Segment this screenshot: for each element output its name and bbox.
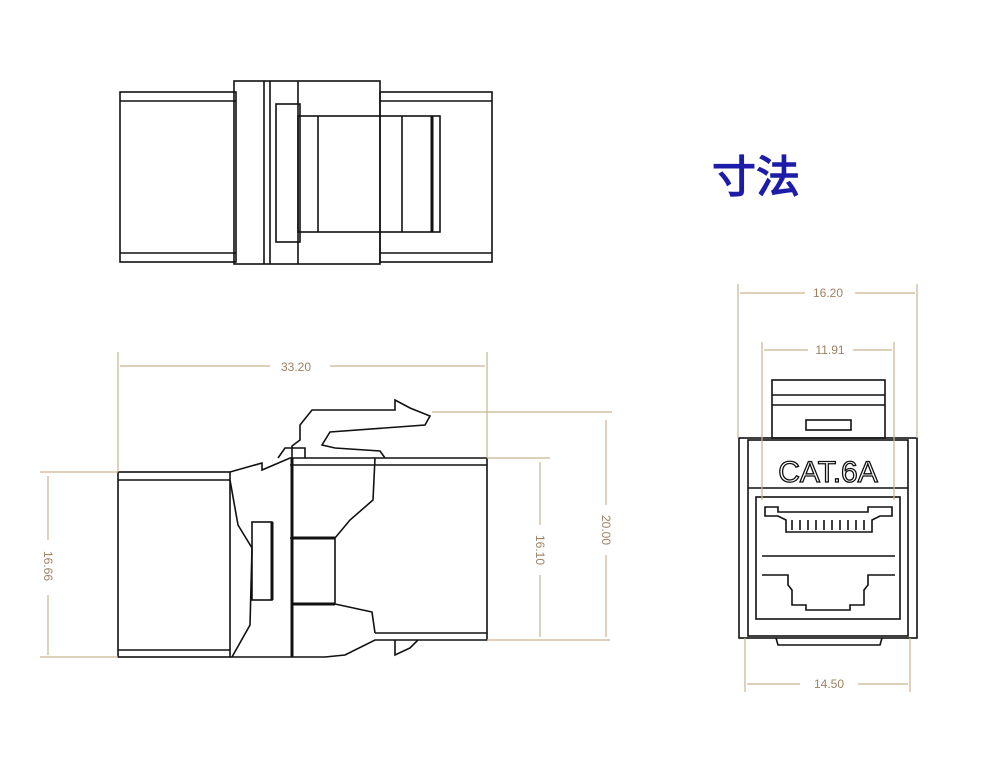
- dim-overall-length: 33.20: [281, 360, 311, 374]
- cat6a-label: CAT.6A: [778, 456, 877, 489]
- dim-left-height: 16.66: [41, 551, 55, 581]
- dim-total-height: 20.00: [599, 515, 613, 545]
- side-dimensions: 33.20 16.66 16.10 20.00: [40, 352, 613, 658]
- front-view: CAT.6A: [738, 379, 918, 646]
- side-view: [117, 398, 488, 658]
- top-view: [119, 80, 493, 265]
- dim-bottom-width: 14.50: [814, 677, 844, 691]
- dim-body-height: 16.10: [533, 535, 547, 565]
- dim-tab-width: 11.91: [815, 343, 844, 357]
- dim-outer-width: 16.20: [813, 286, 843, 300]
- front-dimensions: 16.20 11.91 14.50: [737, 284, 918, 692]
- title: 寸法: [712, 152, 800, 203]
